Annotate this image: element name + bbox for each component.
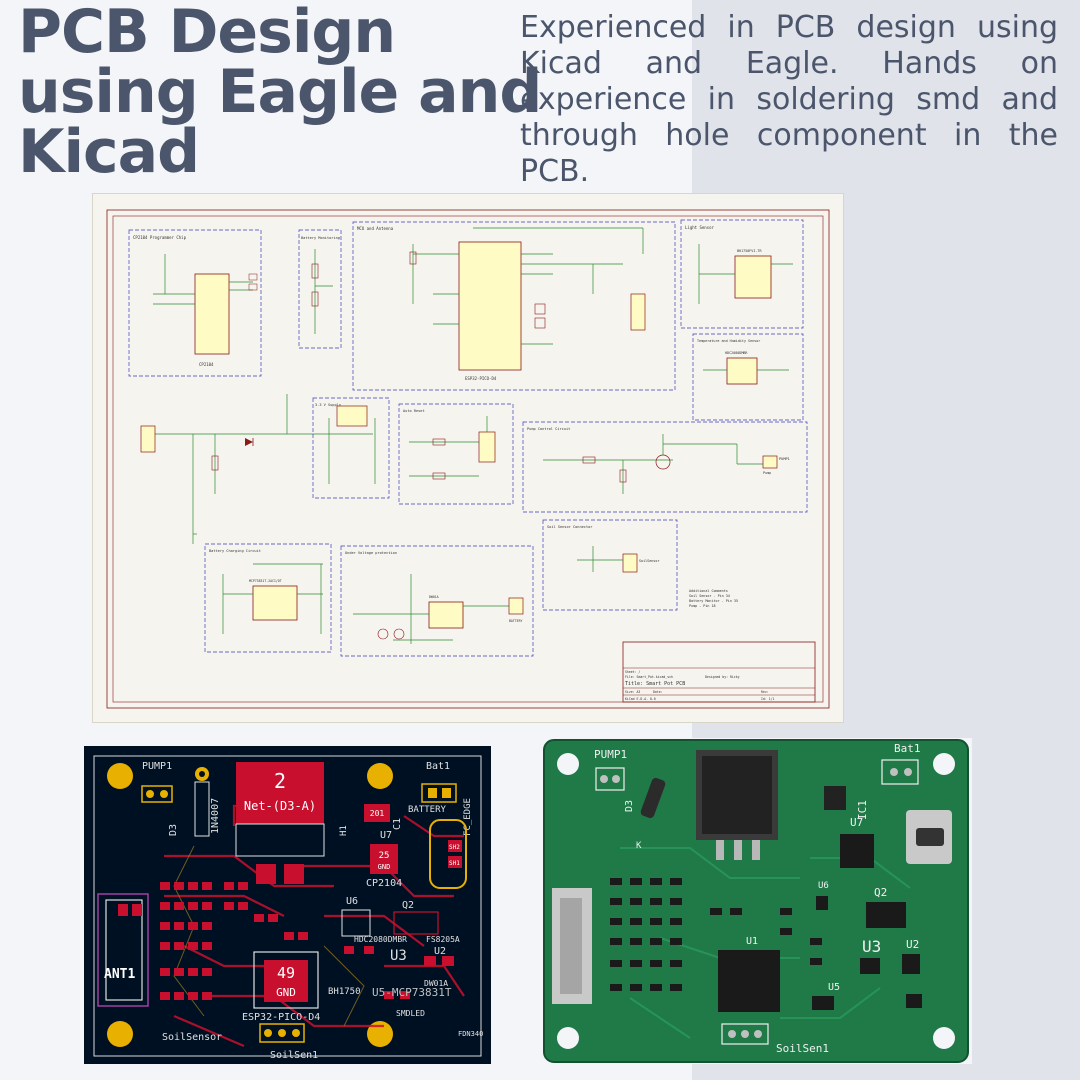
- pcb-label-soil-sen: SoilSen1: [270, 1050, 318, 1061]
- block-label: MCU and Antenna: [357, 226, 394, 231]
- pcb-layout-image: PUMP1 D3 1N4007 2 Net-(D3-A) Bat1 BATTER…: [84, 746, 491, 1064]
- pcb-label-pad49: 49: [277, 964, 295, 982]
- pcb-label-mcp: U5-MCP73831T: [372, 986, 452, 999]
- pcb-label-u3: U3: [390, 948, 407, 964]
- block-label: Battery Monitoring: [301, 236, 340, 240]
- title-block-sheet: Sheet: /: [625, 670, 640, 674]
- part-label: DW01A: [429, 595, 439, 599]
- pcb-label-pump: PUMP1: [142, 761, 172, 772]
- photo-label-u2: U2: [906, 938, 919, 951]
- photo-label-u6: U6: [818, 881, 829, 891]
- title-block-file: File: Smart_Pot.kicad_sch: [625, 675, 673, 679]
- pcb-big-pad-number: 2: [274, 769, 286, 793]
- part-label: SoilSensor: [639, 559, 659, 563]
- pcb-label-bat: Bat1: [426, 761, 450, 772]
- pcb-label-d3: D3: [168, 824, 179, 836]
- pcb-label-201: 201: [370, 809, 385, 818]
- part-label: BATTERY: [509, 619, 523, 623]
- part-label: HDC2080DMBR: [725, 351, 748, 355]
- photo-label-soil-sen: SoilSen1: [776, 1042, 829, 1055]
- schematic-note: Pump - Pin 18: [689, 604, 716, 608]
- title-block-title: Title: Smart Pot PCB: [625, 681, 685, 687]
- title-block-id: Id: 1/1: [761, 697, 775, 701]
- photo-label-u3: U3: [862, 937, 881, 956]
- block-label: Auto Reset: [403, 409, 425, 413]
- pcb-label-cp2104: CP2104: [366, 878, 402, 889]
- pcb-label-pad25: 25: [379, 851, 390, 861]
- part-label: PUMP1: [779, 457, 790, 461]
- part-label: BH1750FVI-TR: [737, 249, 762, 253]
- block-label: 3.3 V Supply: [315, 403, 342, 407]
- pcb-label-battery: BATTERY: [408, 805, 447, 815]
- pcb-label-q2: Q2: [402, 900, 414, 911]
- photo-label-ic1: IC1: [856, 800, 869, 820]
- pcb-label-soil-sensor: SoilSensor: [162, 1032, 222, 1043]
- title-block-designer: Designed by: Ricky: [705, 675, 740, 679]
- title-line-1: PCB Design: [18, 0, 396, 67]
- title-line-3: Kicad: [18, 117, 200, 187]
- pcb-label-c1: C1: [392, 818, 403, 830]
- pcb-label-u6: U6: [346, 896, 358, 907]
- pcb-label-u7: U7: [380, 830, 392, 841]
- photo-label-k: K: [636, 841, 642, 851]
- pcb-label-esp: ESP32-PICO-D4: [242, 1012, 320, 1023]
- photo-label-u5: U5: [828, 982, 840, 993]
- schematic-note: Battery Monitor - Pin 35: [689, 599, 738, 603]
- photo-label-u1: U1: [746, 936, 758, 947]
- part-label: Pump: [763, 471, 771, 475]
- pcb-layout-drawing: PUMP1 D3 1N4007 2 Net-(D3-A) Bat1 BATTER…: [93, 755, 483, 1061]
- part-label: MCP73831T-2ACI/OT: [249, 579, 282, 583]
- photo-label-u7: U7: [850, 816, 863, 829]
- pcb-big-pad-net: Net-(D3-A): [244, 799, 316, 813]
- schematic-image: CP2104 Programmer Chip CP2104 Battery Mo…: [92, 193, 844, 723]
- block-label: Battery Charging Circuit: [209, 549, 261, 553]
- pcb-label-fdn: FDN340: [458, 1030, 483, 1038]
- photo-label-q2: Q2: [874, 886, 887, 899]
- page-title: PCB Design using Eagle and Kicad: [18, 0, 542, 187]
- photo-label-d3: D3: [624, 800, 635, 812]
- schematic-drawing: CP2104 Programmer Chip CP2104 Battery Mo…: [106, 209, 830, 709]
- photo-label-pump: PUMP1: [594, 748, 627, 761]
- pcb-label-gnd-big: GND: [276, 986, 296, 999]
- pcb-label-sh1: SH1: [449, 860, 460, 867]
- block-label: Under Voltage protection: [345, 551, 397, 555]
- block-label: Temperature and Humidity Sensor: [697, 339, 760, 343]
- pcb-label-bh: BH1750: [328, 987, 361, 997]
- block-label: CP2104 Programmer Chip: [133, 235, 187, 240]
- photo-label-bat: Bat1: [894, 742, 921, 755]
- pcb-label-diode: 1N4007: [210, 798, 221, 834]
- part-label: CP2104: [199, 362, 214, 367]
- pcb-label-edge: FC_EDGE: [463, 798, 473, 836]
- title-block-size: Size: A3: [625, 690, 640, 694]
- block-label: Pump Control Circuit: [527, 427, 570, 431]
- title-block-date: Date:: [653, 690, 663, 694]
- title-block-tool: KiCad E.D.A. 8.0: [625, 697, 656, 701]
- block-label: Light Sensor: [685, 225, 714, 230]
- schematic-note: Soil Sensor - Pin 34: [689, 594, 730, 598]
- block-label: Soil Sensor Connector: [547, 525, 593, 529]
- pcb-photo-drawing: PUMP1 Bat1 D3 K IC1 U7 U6 Q2: [543, 739, 969, 1063]
- schematic-note: Additional Comments: [689, 589, 728, 593]
- pcb-photo-image: PUMP1 Bat1 D3 K IC1 U7 U6 Q2: [540, 738, 972, 1064]
- title-block-rev: Rev:: [761, 690, 769, 694]
- pcb-label-u2: U2: [434, 946, 446, 957]
- pcb-label-sh2: SH2: [449, 844, 460, 851]
- pcb-label-ant: ANT1: [104, 967, 135, 982]
- title-line-2: using Eagle and: [18, 57, 542, 127]
- part-label: ESP32-PICO-D4: [465, 376, 497, 381]
- pcb-label-dw: DW01A: [424, 979, 448, 988]
- description-text: Experienced in PCB design using Kicad an…: [520, 10, 1058, 189]
- pcb-label-smdled: SMDLED: [396, 1009, 425, 1018]
- pcb-label-gnd-small: GND: [378, 863, 391, 871]
- pcb-label-h1: H1: [339, 825, 349, 836]
- pcb-label-fs: FS8205A: [426, 935, 460, 944]
- pcb-label-hdc: HDC2080DMBR: [354, 935, 407, 944]
